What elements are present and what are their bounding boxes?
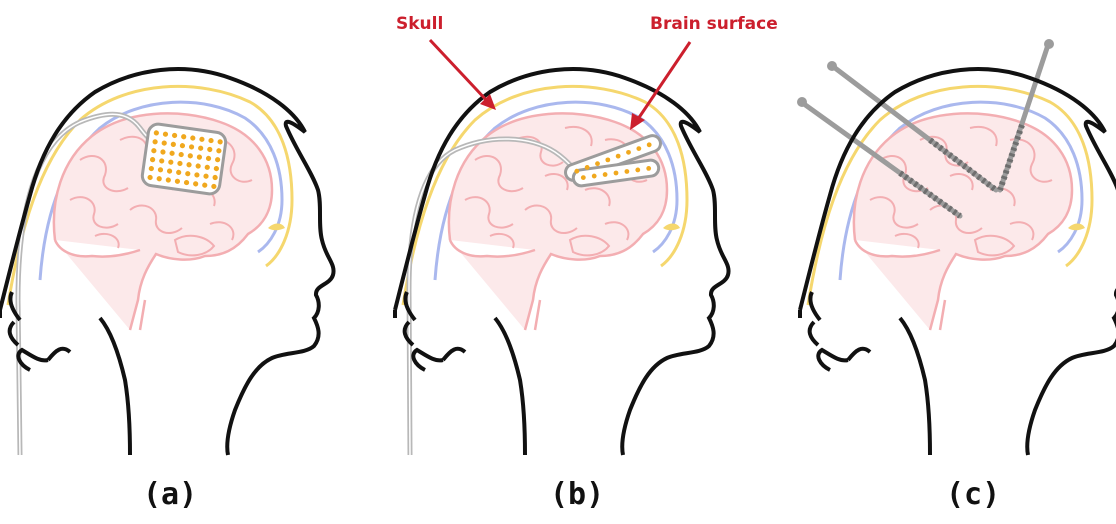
strip-contact: [603, 172, 608, 177]
skull-annotation: Skull: [396, 14, 443, 34]
brain: [854, 113, 1072, 330]
strip-contact: [605, 157, 610, 162]
sinus-mark: [1068, 224, 1085, 231]
panel-label-a: (a): [143, 477, 197, 512]
panel-c-figure: [797, 39, 1116, 455]
strip-contact: [616, 154, 621, 159]
brain-surface-arrow: [630, 42, 690, 130]
sinus-mark: [663, 224, 680, 231]
strip-contact: [647, 142, 652, 147]
strip-contact: [581, 175, 586, 180]
skull-arrow: [430, 40, 496, 110]
panel-label-c: (c): [946, 477, 1000, 512]
brain-surface-annotation: Brain surface: [650, 14, 778, 34]
strip-contact: [646, 166, 651, 171]
strip-contact: [574, 169, 579, 174]
strip-contact: [624, 169, 629, 174]
sinus-mark: [268, 224, 285, 231]
panel-b-figure: [395, 69, 729, 455]
strip-contact: [626, 150, 631, 155]
strip-contact: [595, 161, 600, 166]
strip-contact: [592, 174, 597, 179]
strip-contact: [614, 171, 619, 176]
panel-a-figure: [0, 69, 334, 455]
strip-contact: [635, 168, 640, 173]
strip-contact: [585, 165, 590, 170]
panel-label-b: (b): [550, 477, 604, 512]
strip-contact: [636, 146, 641, 151]
